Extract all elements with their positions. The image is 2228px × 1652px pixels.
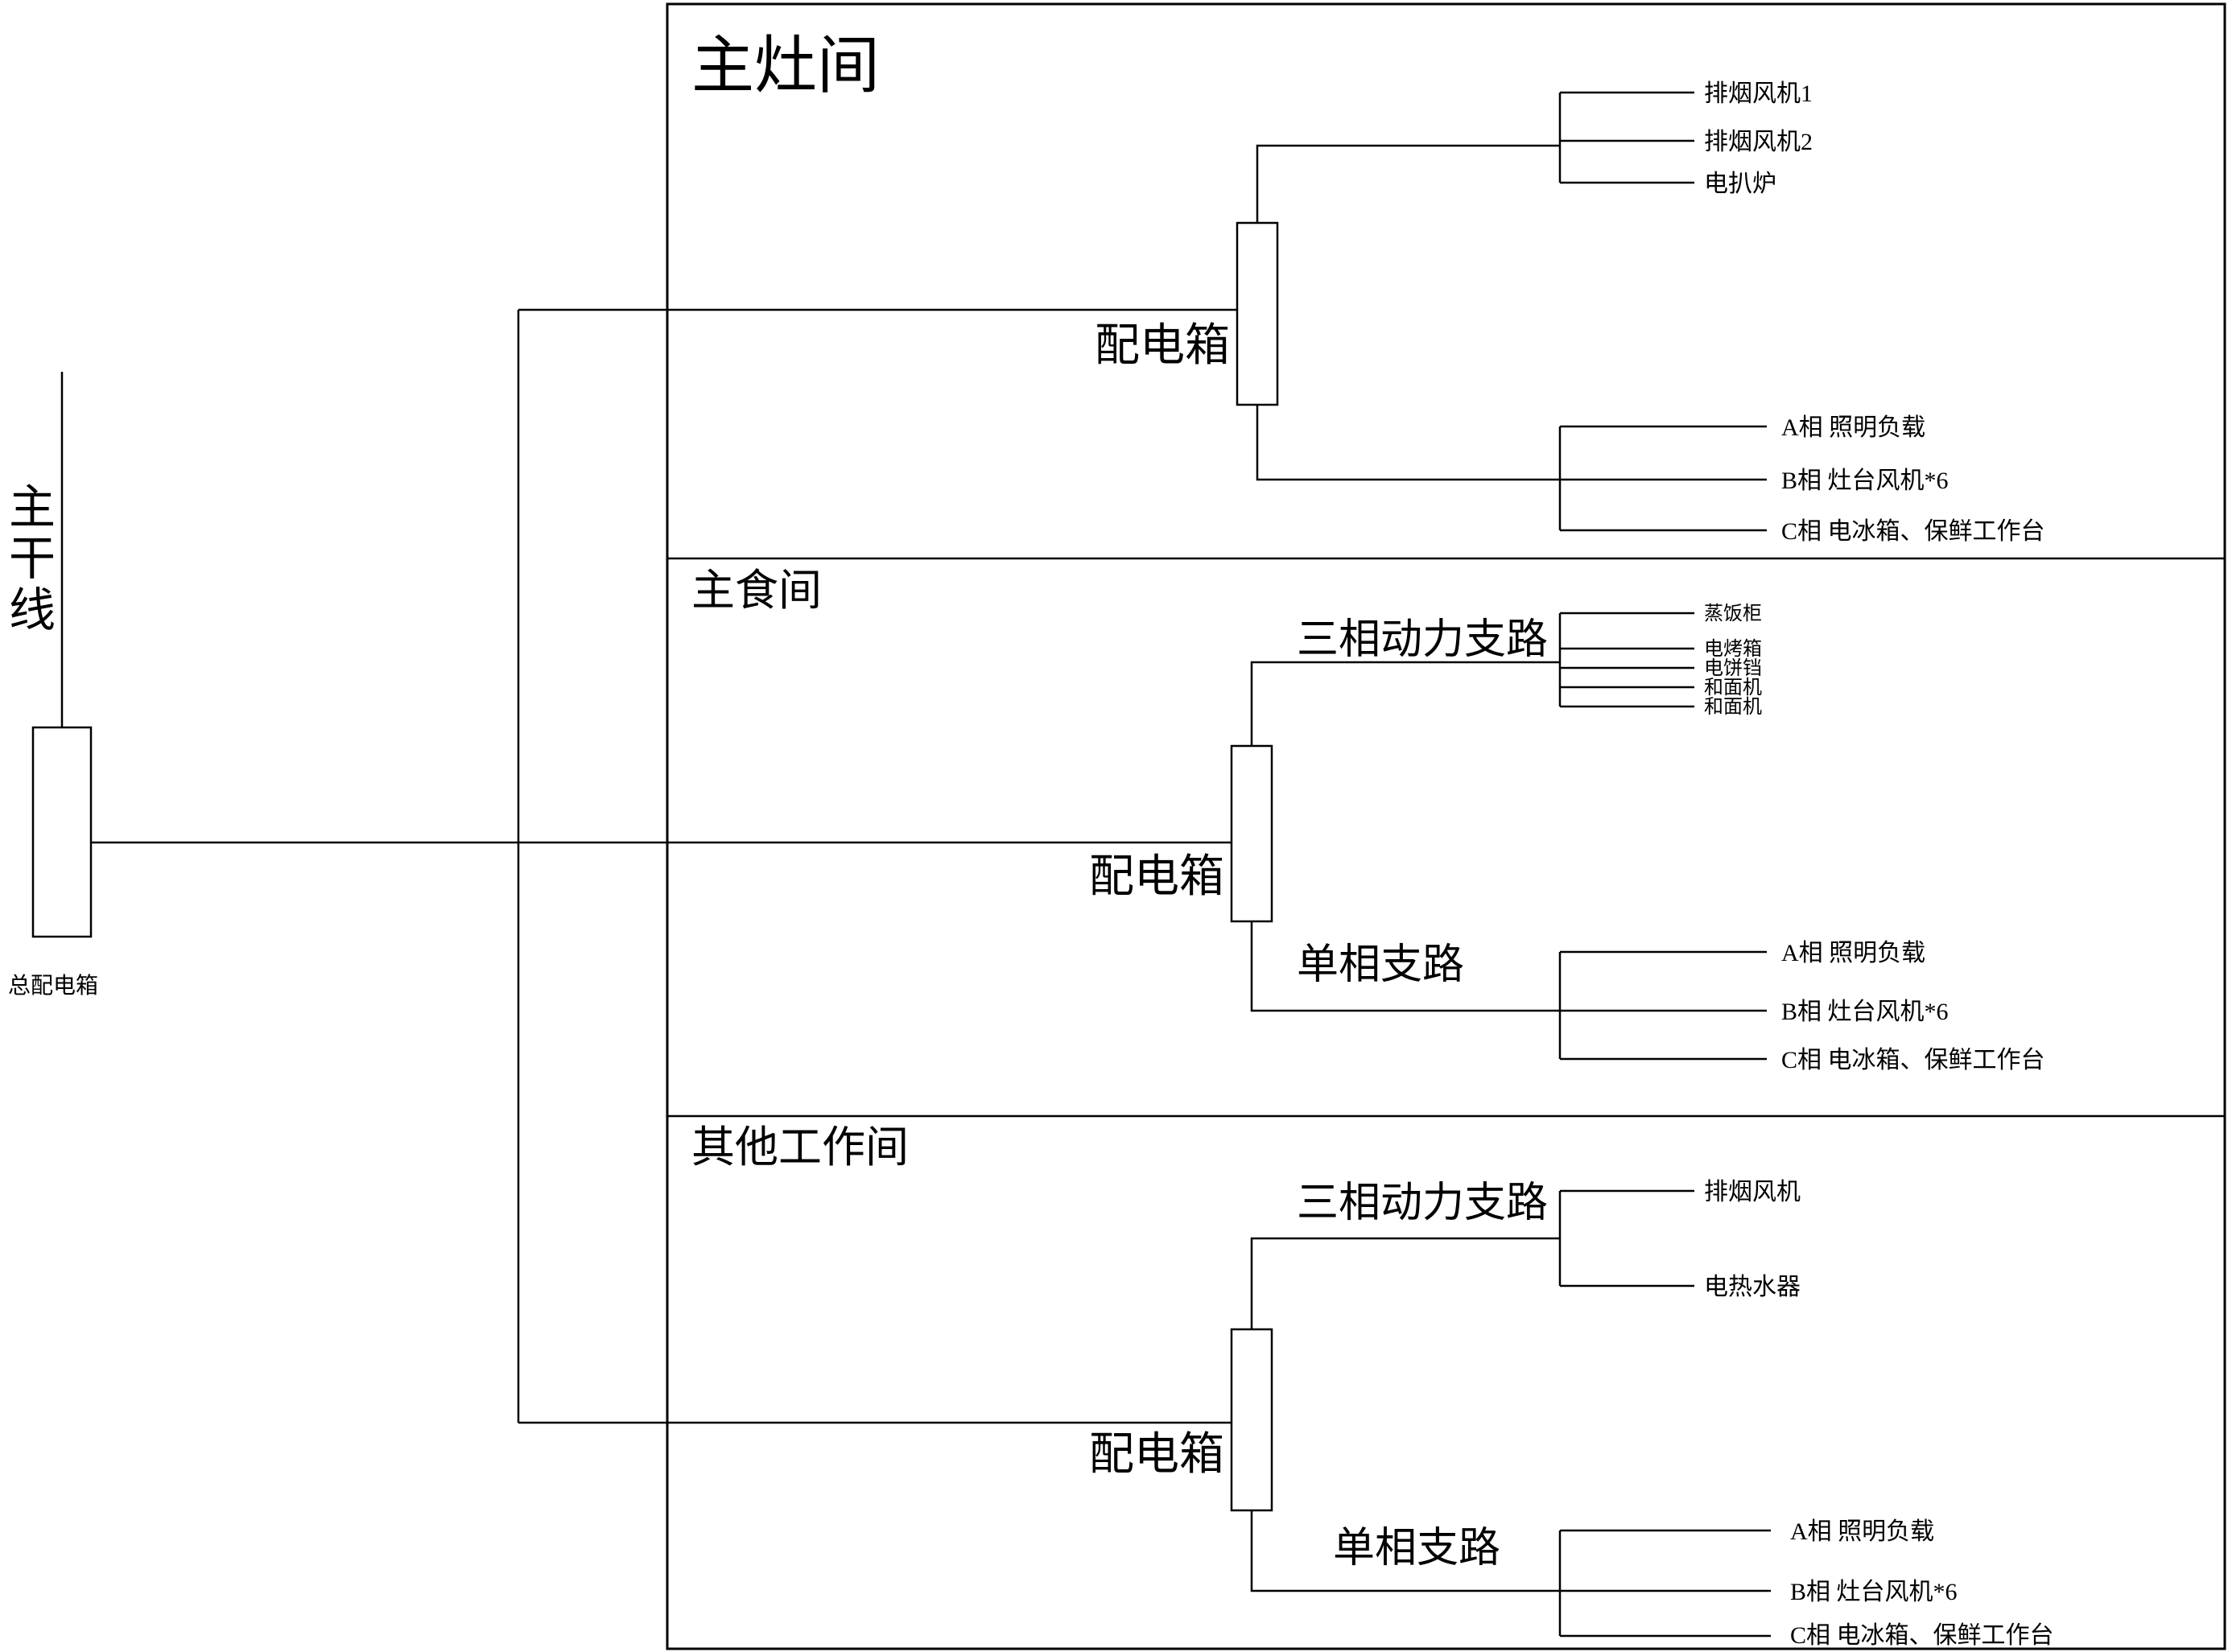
top-feed-wire: [1256, 144, 1560, 223]
branch-label-three-phase: 三相动力支路: [1297, 617, 1548, 663]
load-label: A相 照明负载: [1790, 1518, 1934, 1545]
load-label: A相 照明负载: [1781, 414, 1925, 441]
load-label: C相 电冰箱、保鲜工作台: [1781, 1047, 2045, 1073]
bottom-feed-wire: [1250, 921, 1560, 1012]
load-label: 电热水器: [1704, 1274, 1801, 1300]
section-main-stove-room: 主灶间 配电箱 排烟风机1 排烟风机2 电扒炉 A相 照明负载 B相 灶台风机*…: [691, 31, 2045, 545]
load-label: 和面机: [1704, 677, 1762, 698]
load-label: C相 电冰箱、保鲜工作台: [1781, 518, 2045, 545]
load-label: B相 灶台风机*6: [1781, 468, 1949, 494]
section-other-work-rooms: 其他工作间 配电箱 三相动力支路 排烟风机 电热水器 单相支路 A相 照明负载 …: [691, 1123, 2054, 1649]
top-feed-wire: [1250, 661, 1560, 746]
section-title: 主食间: [691, 566, 822, 615]
load-label: 排烟风机: [1704, 1179, 1801, 1205]
main-distribution-box-label: 总配电箱: [8, 973, 98, 999]
distribution-box: [1230, 1328, 1273, 1512]
top-feed-wire: [1250, 1237, 1560, 1329]
distribution-box: [1230, 744, 1273, 923]
branch-label-three-phase: 三相动力支路: [1297, 1180, 1548, 1226]
load-label: 电饼铛: [1704, 657, 1762, 679]
load-label: B相 灶台风机*6: [1790, 1579, 1958, 1605]
rooms-outline: [666, 2, 2226, 1650]
section-title: 主灶间: [691, 31, 880, 101]
distribution-box-label: 配电箱: [1089, 1430, 1224, 1480]
load-label: A相 照明负载: [1781, 940, 1925, 966]
load-label: 蒸饭柜: [1704, 603, 1762, 624]
distribution-box-label: 配电箱: [1089, 852, 1224, 902]
distribution-box-label: 配电箱: [1095, 321, 1230, 371]
main-distribution-box: [31, 726, 93, 938]
load-label: B相 灶台风机*6: [1781, 999, 1949, 1025]
bottom-feed-wire: [1256, 405, 1560, 481]
distribution-box: [1236, 221, 1279, 406]
load-label: 排烟风机1: [1704, 80, 1813, 107]
branch-label-single-phase: 单相支路: [1297, 942, 1464, 988]
main-trunk: 主干线 总配电箱: [8, 308, 1237, 1424]
load-label: 电扒炉: [1704, 171, 1776, 197]
load-label: 电烤箱: [1704, 638, 1762, 660]
load-label: C相 电冰箱、保鲜工作台: [1790, 1622, 2054, 1649]
trunk-label: 主干线: [9, 481, 56, 636]
section-staple-food-room: 主食间 配电箱 三相动力支路 蒸饭柜 电烤箱 电饼铛 和面机 和面机 单相支路 …: [691, 566, 2045, 1073]
load-label: 和面机: [1704, 696, 1762, 718]
load-label: 排烟风机2: [1704, 129, 1813, 155]
section-title: 其他工作间: [691, 1123, 909, 1172]
bottom-feed-wire: [1250, 1510, 1560, 1592]
branch-label-single-phase: 单相支路: [1333, 1526, 1500, 1572]
